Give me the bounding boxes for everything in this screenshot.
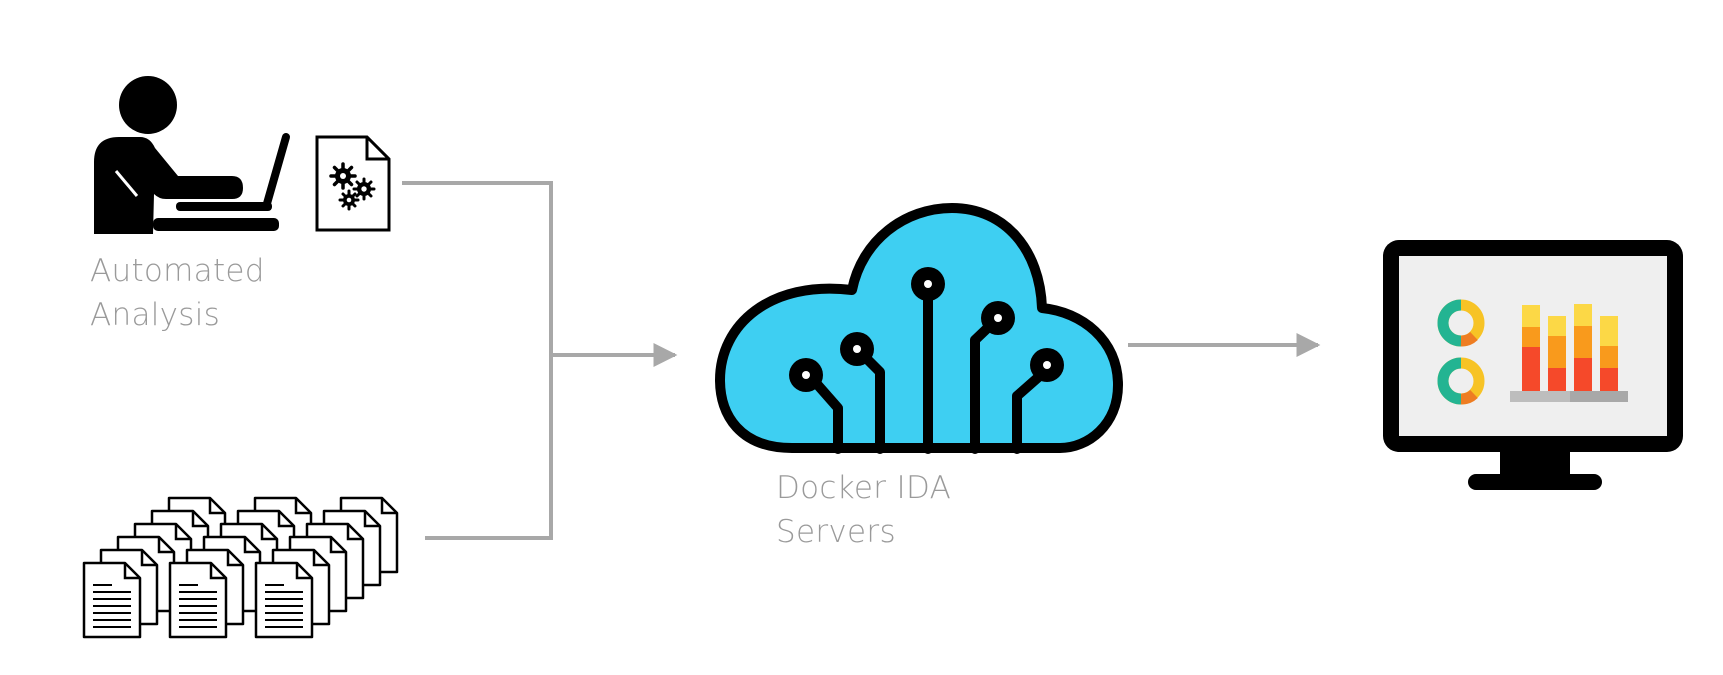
automated-analysis-label-line2: Analysis	[90, 297, 221, 333]
person-at-laptop-icon	[94, 76, 290, 234]
connector-from-documents	[425, 355, 553, 540]
connectors	[402, 181, 1321, 540]
donut-chart-top	[1437, 299, 1485, 347]
docker-servers-label: Docker IDA Servers	[776, 466, 951, 554]
circuit-cloud-icon	[715, 203, 1123, 454]
donut-chart-bottom	[1437, 357, 1485, 405]
monitor-dashboard-icon	[1383, 240, 1683, 490]
docker-servers-label-line1: Docker IDA	[776, 470, 952, 506]
document-sheet-icon	[254, 561, 314, 639]
document-sheet-icon	[82, 561, 142, 639]
document-stack-icon	[82, 496, 399, 639]
gear-document-icon	[315, 135, 391, 232]
automated-analysis-label-line1: Automated	[90, 253, 265, 289]
connector-from-automated-analysis	[402, 181, 553, 355]
bar-chart-mini	[1510, 304, 1628, 402]
docker-servers-label-line2: Servers	[776, 514, 896, 550]
document-sheet-icon	[168, 561, 228, 639]
automated-analysis-label: Automated Analysis	[90, 249, 265, 337]
